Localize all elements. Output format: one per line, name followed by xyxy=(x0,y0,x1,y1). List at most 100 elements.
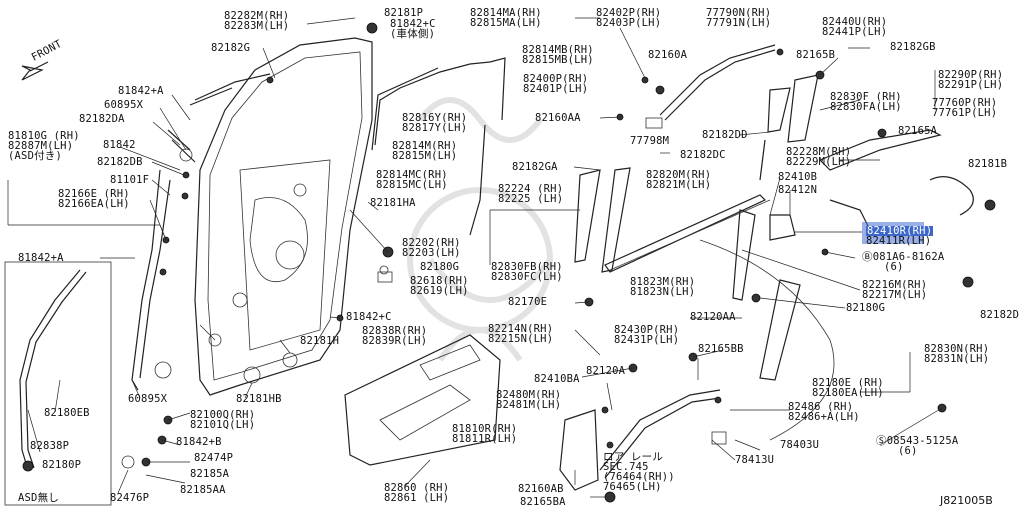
label-82480m[interactable]: 82480M(RH)82481M(LH) xyxy=(496,389,562,411)
label-82838r[interactable]: 82838R(RH)82839R(LH) xyxy=(362,325,428,347)
label-82816y[interactable]: 82816Y(RH)82817Y(LH) xyxy=(402,112,468,134)
label-78413u[interactable]: 78413U xyxy=(735,454,775,466)
label-81842c-2[interactable]: 81842+C xyxy=(346,311,392,323)
label-82400p[interactable]: 82400P(RH)82401P(LH) xyxy=(523,73,589,95)
label-82160ab[interactable]: 82160AB xyxy=(518,483,564,495)
label-82120a[interactable]: 82120A xyxy=(586,365,626,377)
label-82165a[interactable]: 82165A xyxy=(898,125,938,137)
label-82182dc[interactable]: 82182DC xyxy=(680,149,726,161)
label-82202[interactable]: 82202(RH)82203(LH) xyxy=(402,237,461,259)
label-08543[interactable]: Ⓢ08543-5125A(6) xyxy=(876,435,959,457)
label-82180p[interactable]: 82180P xyxy=(42,459,82,471)
label-82182dd[interactable]: 82182DD xyxy=(702,129,748,141)
label-78403u[interactable]: 78403U xyxy=(780,439,820,451)
label-82402p[interactable]: 82402P(RH)82403P(LH) xyxy=(596,7,662,29)
label-81101f[interactable]: 81101F xyxy=(110,174,150,186)
front-arrow-icon xyxy=(21,61,49,81)
label-60895x-2[interactable]: 60895X xyxy=(128,393,168,405)
label-82814m[interactable]: 82814M(RH)82815M(LH) xyxy=(392,140,458,162)
label-77798m[interactable]: 77798M xyxy=(630,135,670,147)
label-82182gb[interactable]: 82182GB xyxy=(890,41,936,53)
label-82476p[interactable]: 82476P xyxy=(110,492,150,504)
label-82182db[interactable]: 82182DB xyxy=(97,156,143,168)
label-82830f[interactable]: 82830F (RH)82830FA(LH) xyxy=(830,91,902,113)
label-82180eb[interactable]: 82180EB xyxy=(44,407,90,419)
label-82486[interactable]: 82486 (RH)82486+A(LH) xyxy=(788,401,860,423)
label-82180g-1[interactable]: 82180G xyxy=(420,261,460,273)
label-82228m[interactable]: 82228M(RH)82229M(LH) xyxy=(786,146,852,168)
label-82160a[interactable]: 82160A xyxy=(648,49,688,61)
label-77760p[interactable]: 77760P(RH)77761P(LH) xyxy=(932,97,998,119)
label-82820m[interactable]: 82820M(RH)82821M(LH) xyxy=(646,169,712,191)
label-81842[interactable]: 81842 xyxy=(103,139,136,151)
glass-run-channel xyxy=(469,124,486,236)
label-82185a[interactable]: 82185A xyxy=(190,468,230,480)
label-82412n[interactable]: 82412N xyxy=(778,184,818,196)
diagram-id: J821005B xyxy=(940,494,993,507)
leader-lines xyxy=(7,17,943,498)
label-82182g[interactable]: 82182G xyxy=(211,42,251,54)
inset-frame xyxy=(4,261,112,506)
label-82216m[interactable]: 82216M(RH)82217M(LH) xyxy=(862,279,928,301)
label-82214n[interactable]: 82214N(RH)82215N(LH) xyxy=(488,323,554,345)
label-82166e[interactable]: 82166E (RH)82166EA(LH) xyxy=(58,188,130,210)
label-82181b[interactable]: 82181B xyxy=(968,158,1008,170)
label-81823m[interactable]: 81823M(RH)81823N(LH) xyxy=(630,276,696,298)
label-82100q[interactable]: 82100Q(RH)82101Q(LH) xyxy=(190,409,256,431)
label-82410ba[interactable]: 82410BA xyxy=(534,373,580,385)
label-82440u[interactable]: 82440U(RH)82441P(LH) xyxy=(822,16,888,38)
label-82860[interactable]: 82860 (RH)82861 (LH) xyxy=(384,482,450,504)
label-82430p[interactable]: 82430P(RH)82431P(LH) xyxy=(614,324,680,346)
label-82830fb[interactable]: 82830FB(RH)82830FC(LH) xyxy=(491,261,563,283)
label-82165b[interactable]: 82165B xyxy=(796,49,836,61)
label-82618[interactable]: 82618(RH)82619(LH) xyxy=(410,275,469,297)
label-81810r[interactable]: 81810R(RH)81811R(LH) xyxy=(452,423,518,445)
label-82282m[interactable]: 82282M(RH)82283M(LH) xyxy=(224,10,290,32)
label-82814ma[interactable]: 82814MA(RH)82815MA(LH) xyxy=(470,7,542,29)
label-82830n[interactable]: 82830N(RH)82831N(LH) xyxy=(924,343,990,365)
label-82290p[interactable]: 82290P(RH)82291P(LH) xyxy=(938,69,1004,91)
label-82170e[interactable]: 82170E xyxy=(508,296,548,308)
label-82410b[interactable]: 82410B xyxy=(778,171,818,183)
label-82182ga[interactable]: 82182GA xyxy=(512,161,558,173)
label-82182d[interactable]: 82182D xyxy=(980,309,1020,321)
watermark xyxy=(407,97,553,362)
label-81842c-1[interactable]: 81842+C(車体側) xyxy=(390,18,436,40)
label-82474p[interactable]: 82474P xyxy=(194,452,234,464)
label-82838p[interactable]: 82838P xyxy=(30,440,70,452)
label-60895x-1[interactable]: 60895X xyxy=(104,99,144,111)
label-82181ha[interactable]: 82181HA xyxy=(370,197,416,209)
label-81842b[interactable]: 81842+B xyxy=(176,436,222,448)
label-82165ba[interactable]: 82165BA xyxy=(520,496,566,508)
lower-rail-assy xyxy=(559,239,835,491)
glass-run-upper xyxy=(374,61,491,146)
inset-note: ASD無し xyxy=(18,492,59,504)
label-82160aa[interactable]: 82160AA xyxy=(535,112,581,124)
roof-molding xyxy=(189,73,271,106)
label-82814mb[interactable]: 82814MB(RH)82815MB(LH) xyxy=(522,44,594,66)
inset-seal-inner xyxy=(25,271,87,469)
label-81810g[interactable]: 81810G (RH)82887M(LH)(ASD付き) xyxy=(8,130,80,162)
label-82185aa[interactable]: 82185AA xyxy=(180,484,226,496)
label-82180e[interactable]: 82180E (RH)82180EA(LH) xyxy=(812,377,884,399)
label-81842a-2[interactable]: 81842+A xyxy=(18,252,64,264)
inset-clip-icon xyxy=(22,460,34,472)
label-82182da[interactable]: 82182DA xyxy=(79,113,125,125)
label-82181hb[interactable]: 82181HB xyxy=(236,393,282,405)
label-081a6[interactable]: Ⓑ081A6-8162A(6) xyxy=(862,251,945,273)
inset-seal xyxy=(19,269,81,471)
label-77790n[interactable]: 77790N(RH)77791N(LH) xyxy=(706,7,772,29)
label-82180g-2[interactable]: 82180G xyxy=(846,302,886,314)
label-82410r[interactable]: 82410R(RH)82411R(LH) xyxy=(866,225,934,247)
label-82181p[interactable]: 82181P xyxy=(384,7,424,19)
label-81842a-1[interactable]: 81842+A xyxy=(118,85,164,97)
label-82224[interactable]: 82224 (RH)82225 (LH) xyxy=(498,183,564,205)
label-82814mc[interactable]: 82814MC(RH)82815MC(LH) xyxy=(376,169,448,191)
label-82181h[interactable]: 82181H xyxy=(300,335,340,347)
label-82120aa[interactable]: 82120AA xyxy=(690,311,736,323)
door-seal-left-inner xyxy=(139,179,171,379)
sash-strip xyxy=(167,129,196,163)
label-82165bb[interactable]: 82165BB xyxy=(698,343,744,355)
